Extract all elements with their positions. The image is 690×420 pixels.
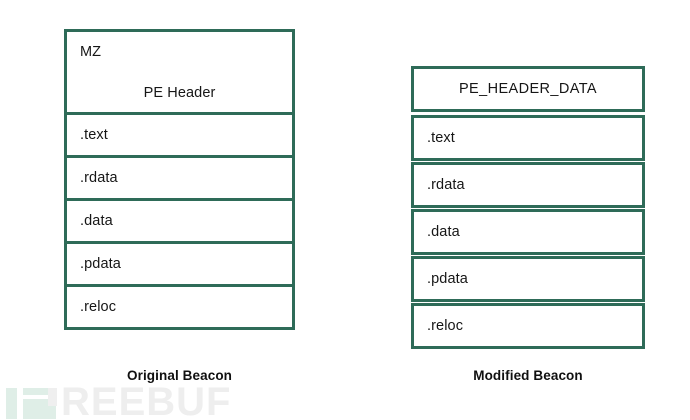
logo-bar-notch — [48, 387, 57, 406]
freebuf-watermark: REEBUF — [4, 383, 231, 420]
modified-section-data: .data — [411, 209, 645, 255]
original-section-reloc: .reloc — [64, 284, 295, 330]
section-label: .reloc — [80, 299, 117, 315]
original-section-rdata: .rdata — [64, 155, 295, 201]
section-label: .data — [80, 213, 113, 229]
section-label: .rdata — [427, 177, 465, 193]
modified-section-reloc: .reloc — [411, 303, 645, 349]
pe-header-label: PE Header — [143, 85, 216, 101]
section-label: .pdata — [427, 271, 468, 287]
logo-bar-block — [23, 398, 56, 419]
freebuf-logo-icon — [4, 385, 60, 419]
original-section-data: .data — [64, 198, 295, 244]
modified-beacon-column: PE_HEADER_DATA .text .rdata .data .pdata… — [411, 66, 645, 349]
section-label: .rdata — [80, 170, 118, 186]
section-label: .data — [427, 224, 460, 240]
mz-signature-label: MZ — [80, 44, 102, 60]
modified-section-pdata: .pdata — [411, 256, 645, 302]
modified-section-text: .text — [411, 115, 645, 161]
section-label: .text — [427, 130, 455, 146]
original-pe-header-box: MZ PE Header — [64, 29, 295, 115]
watermark-text: REEBUF — [61, 383, 232, 420]
pe-header-data-label: PE_HEADER_DATA — [458, 81, 598, 97]
original-beacon-caption: Original Beacon — [126, 368, 233, 383]
original-section-pdata: .pdata — [64, 241, 295, 287]
modified-section-rdata: .rdata — [411, 162, 645, 208]
logo-bar-top — [23, 387, 56, 395]
section-label: .pdata — [80, 256, 121, 272]
original-section-text: .text — [64, 112, 295, 158]
logo-bar-left — [6, 387, 17, 419]
modified-pe-header-data-box: PE_HEADER_DATA — [411, 66, 645, 112]
section-label: .reloc — [427, 318, 464, 334]
original-beacon-column: MZ PE Header .text .rdata .data .pdata .… — [64, 29, 295, 330]
section-label: .text — [80, 127, 108, 143]
modified-beacon-caption: Modified Beacon — [473, 368, 583, 383]
